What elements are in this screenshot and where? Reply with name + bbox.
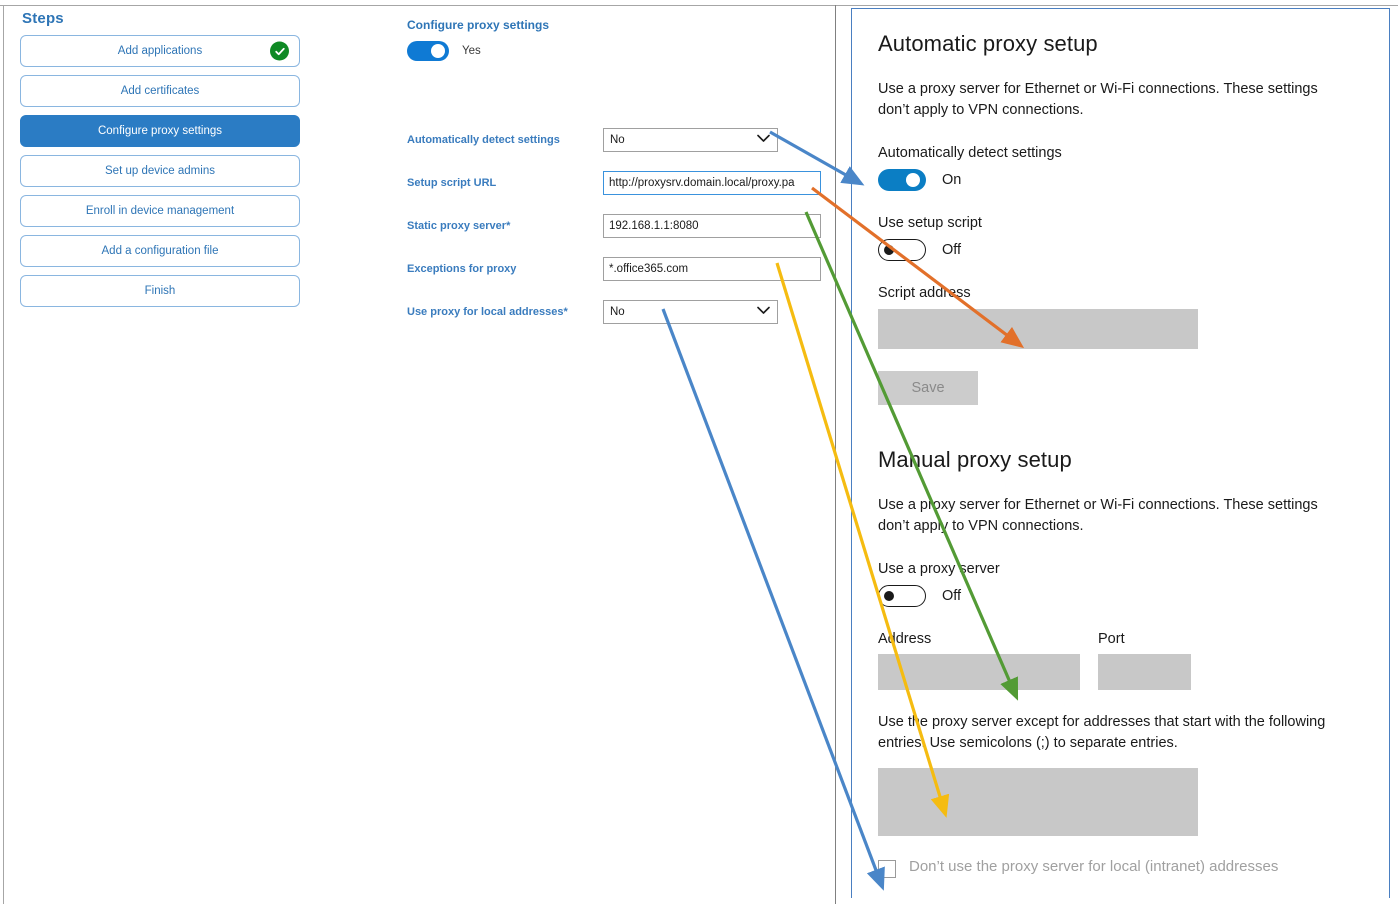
use-proxy-for-local-addresses-select[interactable]: No: [603, 300, 778, 324]
panel-divider-rule: [835, 5, 836, 904]
select-value: No: [610, 134, 625, 146]
setup-script-url-input[interactable]: http://proxysrv.domain.local/proxy.pa: [603, 171, 821, 195]
field-label: Static proxy server*: [407, 220, 511, 232]
toggle-state-label: Off: [942, 242, 962, 259]
script-address-input[interactable]: [878, 309, 1198, 350]
field-label: Automatically detect settings: [407, 134, 560, 146]
port-label: Port: [1098, 631, 1125, 648]
step-item-enroll-in-device-management[interactable]: Enroll in device management: [20, 195, 300, 227]
configure-proxy-toggle-row: Yes: [407, 41, 827, 61]
toggle-state-label: On: [942, 172, 962, 189]
automatically-detect-settings-label: Automatically detect settings: [878, 145, 1062, 162]
field-row-exceptions-for-proxy: Exceptions for proxy *.office365.com: [407, 257, 827, 281]
field-control: 192.168.1.1:8080: [603, 214, 821, 238]
automatically-detect-settings-select[interactable]: No: [603, 128, 778, 152]
static-proxy-server-input[interactable]: 192.168.1.1:8080: [603, 214, 821, 238]
automatic-proxy-setup-description: Use a proxy server for Ethernet or Wi-Fi…: [878, 81, 1318, 119]
form-heading: Configure proxy settings: [407, 18, 550, 32]
windows-proxy-settings-panel: Automatic proxy setup Use a proxy server…: [851, 8, 1390, 898]
local-addresses-checkbox[interactable]: [878, 860, 896, 879]
field-control: *.office365.com: [603, 257, 821, 281]
automatically-detect-settings-toggle-row: On: [878, 169, 1361, 192]
check-circle-icon: [270, 41, 289, 61]
step-item-add-certificates[interactable]: Add certificates: [20, 75, 300, 107]
step-label: Add a configuration file: [101, 245, 219, 257]
field-row-static-proxy-server: Static proxy server* 192.168.1.1:8080: [407, 214, 827, 238]
use-setup-script-label: Use setup script: [878, 215, 982, 232]
use-setup-script-toggle-row: Off: [878, 239, 1361, 262]
arrow-local-addresses-mapping: [661, 308, 885, 891]
field-control: No: [603, 300, 778, 324]
configure-proxy-toggle-label: Yes: [462, 45, 481, 57]
address-column: Address: [878, 631, 1080, 691]
field-label: Exceptions for proxy: [407, 263, 517, 275]
step-item-finish[interactable]: Finish: [20, 275, 300, 307]
script-address-label: Script address: [878, 285, 971, 302]
save-button[interactable]: Save: [878, 371, 978, 406]
step-label: Add applications: [117, 45, 203, 57]
toggle-state-label: Off: [942, 588, 962, 605]
address-label: Address: [878, 631, 932, 648]
page-top-rule: [0, 5, 1398, 6]
chevron-down-icon: [757, 134, 770, 146]
step-item-set-up-device-admins[interactable]: Set up device admins: [20, 155, 300, 187]
toggle-knob: [884, 245, 894, 256]
toggle-knob: [431, 44, 445, 58]
field-label: Setup script URL: [407, 177, 497, 189]
proxy-form-panel: Configure proxy settings Yes Automatical…: [407, 18, 827, 324]
select-value: No: [610, 306, 625, 318]
step-label: Enroll in device management: [85, 205, 235, 217]
exceptions-input[interactable]: [878, 768, 1198, 837]
steps-panel: Steps Add applications Add certificates …: [20, 10, 320, 315]
field-control: No: [603, 128, 778, 152]
toggle-knob: [884, 591, 894, 602]
exceptions-description: Use the proxy server except for addresse…: [878, 714, 1326, 752]
field-row-use-proxy-for-local-addresses: Use proxy for local addresses* No: [407, 300, 827, 324]
automatic-proxy-setup-heading: Automatic proxy setup: [878, 31, 1098, 56]
configure-proxy-toggle[interactable]: [407, 41, 449, 61]
steps-title: Steps: [22, 10, 64, 27]
automatically-detect-settings-toggle[interactable]: [878, 169, 926, 192]
manual-proxy-setup-heading: Manual proxy setup: [878, 447, 1072, 473]
step-label: Configure proxy settings: [97, 125, 222, 137]
step-label: Set up device admins: [105, 165, 215, 177]
exceptions-for-proxy-input[interactable]: *.office365.com: [603, 257, 821, 281]
step-item-configure-proxy-settings[interactable]: Configure proxy settings: [20, 115, 300, 147]
form-fields: Automatically detect settings No Setup s…: [407, 128, 827, 343]
use-a-proxy-server-toggle[interactable]: [878, 585, 926, 608]
chevron-down-icon: [757, 306, 770, 318]
field-row-setup-script-url: Setup script URL http://proxysrv.domain.…: [407, 171, 827, 195]
address-input[interactable]: [878, 654, 1080, 691]
manual-proxy-setup-description: Use a proxy server for Ethernet or Wi-Fi…: [878, 497, 1318, 535]
step-label: Finish: [144, 285, 176, 297]
port-input[interactable]: [1098, 654, 1191, 691]
use-setup-script-toggle[interactable]: [878, 239, 926, 262]
address-port-row: Address Port: [878, 631, 1361, 691]
step-label: Add certificates: [120, 85, 200, 97]
field-label: Use proxy for local addresses*: [407, 306, 568, 318]
port-column: Port: [1098, 631, 1191, 691]
local-addresses-checkbox-row: Don’t use the proxy server for local (in…: [878, 858, 1361, 879]
local-addresses-checkbox-label: Don’t use the proxy server for local (in…: [909, 858, 1279, 876]
use-a-proxy-server-label: Use a proxy server: [878, 561, 1000, 578]
field-row-automatically-detect-settings: Automatically detect settings No: [407, 128, 827, 152]
step-item-add-a-configuration-file[interactable]: Add a configuration file: [20, 235, 300, 267]
use-a-proxy-server-toggle-row: Off: [878, 585, 1361, 608]
field-control: http://proxysrv.domain.local/proxy.pa: [603, 171, 821, 195]
page-left-rule: [3, 5, 4, 904]
toggle-knob: [906, 173, 920, 188]
step-item-add-applications[interactable]: Add applications: [20, 35, 300, 67]
